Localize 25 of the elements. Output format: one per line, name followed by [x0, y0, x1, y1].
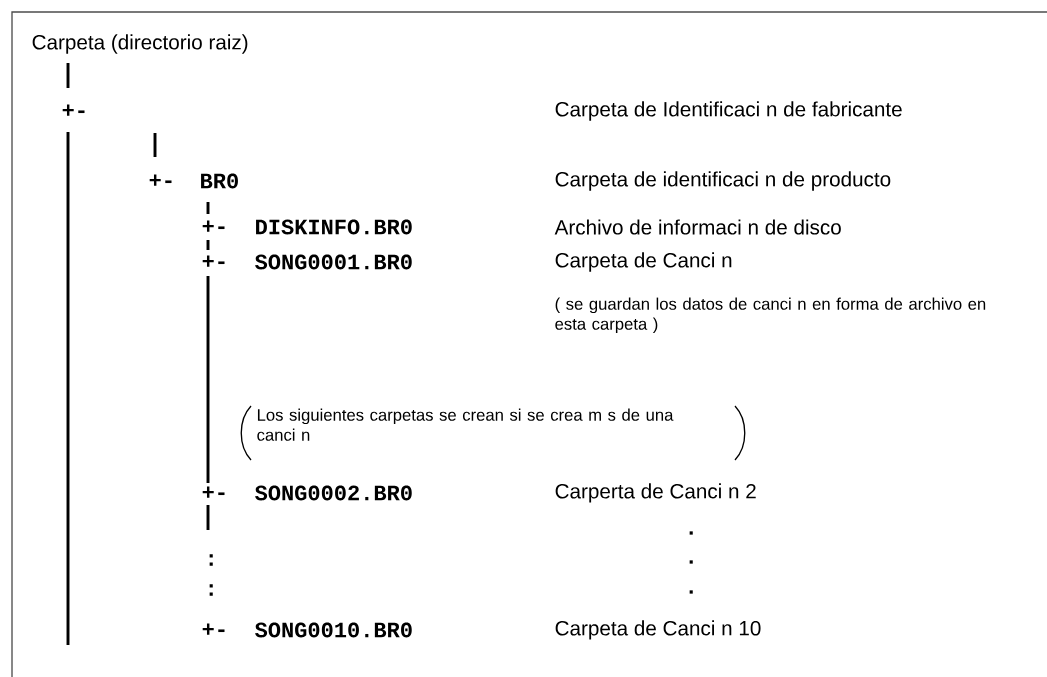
description-text: Archivo de informaci n de disco — [554, 219, 841, 235]
tree-branch-symbol: +- — [62, 104, 85, 116]
folder-name: SONG0002.BR0 — [255, 485, 412, 501]
description-text: Carpeta de Canci n — [555, 252, 732, 272]
folder-label: Carpeta (directorio raiz) — [32, 34, 248, 54]
folder-name: SONG0001.BR0 — [255, 254, 412, 270]
tree-branch-symbol: +- — [202, 220, 225, 232]
ellipsis-mark: : — [209, 584, 213, 596]
ellipsis-mark: : — [209, 554, 213, 566]
tree-branch-symbol: +- — [202, 623, 225, 635]
tree-branch-symbol: +- — [149, 174, 172, 186]
description-text: Carpeta de Identificaci n de fabricante — [555, 101, 902, 121]
folder-name: SONG0010.BR0 — [255, 622, 412, 638]
tree-branch-symbol: +- — [202, 255, 225, 267]
note-text: ( se guardan los datos de canci n en forma de archivo en esta carpeta ) — [555, 297, 986, 334]
description-text: Carpeta de identificaci n de producto — [555, 171, 891, 191]
ellipsis-mark: . — [689, 531, 693, 535]
ellipsis-mark: . — [689, 560, 693, 564]
folder-name: DISKINFO.BR0 — [256, 219, 412, 235]
ellipsis-mark: . — [689, 590, 693, 594]
folder-name: BR0 — [201, 173, 238, 189]
tree-branch-symbol: +- — [202, 486, 225, 498]
note-text: Los siguientes carpetas se crean si se crea m s de una canci n — [257, 408, 674, 441]
description-text: Carpeta de Canci n 10 — [555, 620, 761, 640]
description-text: Carperta de Canci n 2 — [555, 483, 756, 503]
